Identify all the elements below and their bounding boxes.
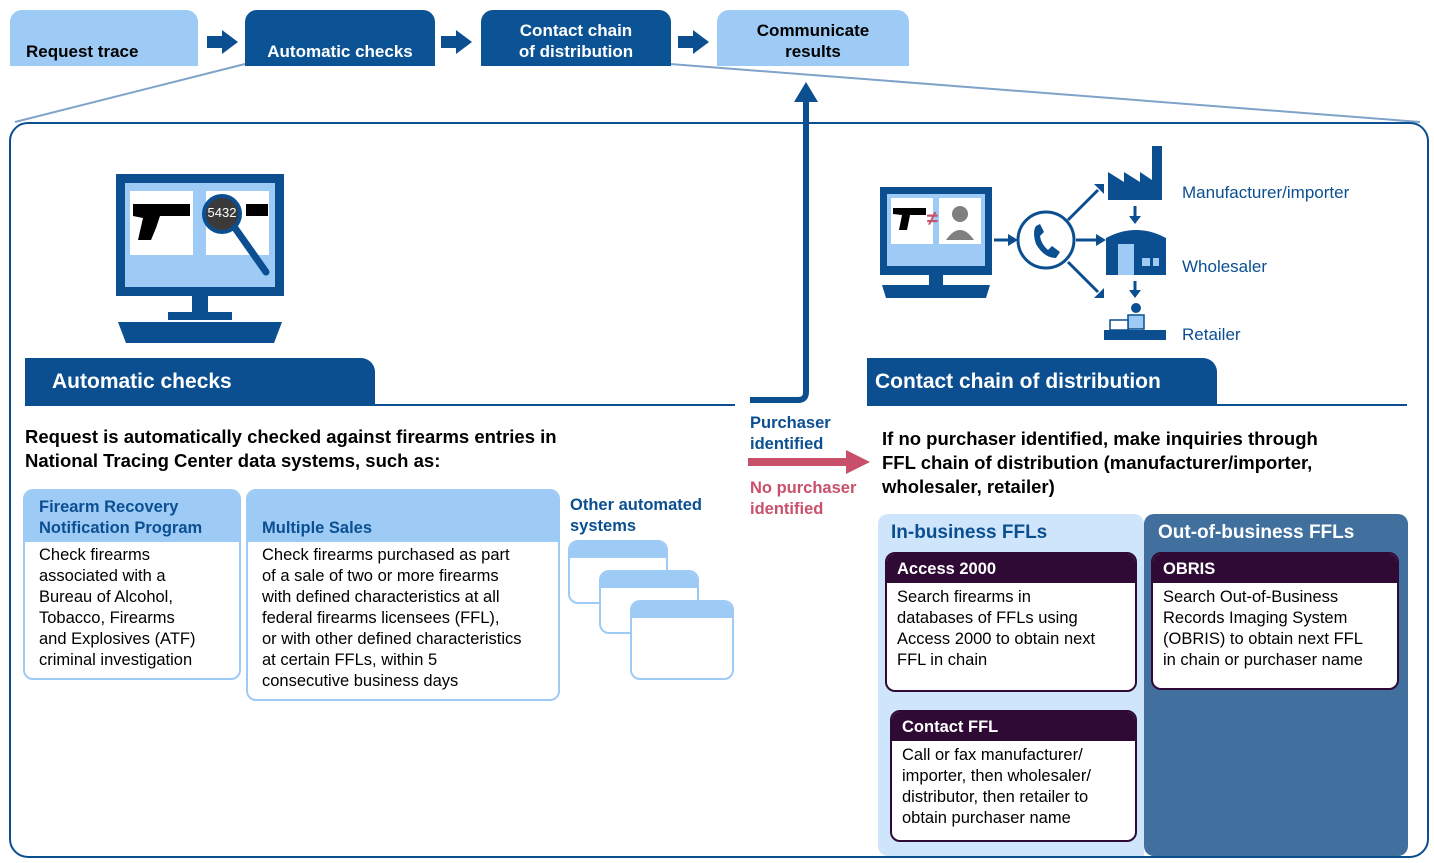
monitor-icon-left <box>116 174 284 343</box>
step-contact-chain-label: Contact chain of distribution <box>518 21 634 61</box>
in-business-title: In-business FFLs <box>891 522 1048 543</box>
card-firearm-recovery: Firearm Recovery Notification Program Ch… <box>23 489 241 680</box>
contact-chain-lead: If no purchaser identified, make inquiri… <box>882 428 1318 497</box>
card-contact-ffl-title: Contact FFL <box>892 712 1135 741</box>
no-purchaser-arrow-shaft <box>748 458 848 466</box>
card-obris-body: Search Out-of-Business Records Imaging S… <box>1163 588 1363 669</box>
monitor-icon-right <box>880 187 992 298</box>
factory-icon <box>1108 146 1162 200</box>
card-firearm-recovery-title: Firearm Recovery Notification Program <box>25 491 239 542</box>
step-request-trace: Request trace <box>10 10 198 66</box>
card-contact-ffl: Contact FFL Call or fax manufacturer/ im… <box>890 710 1137 842</box>
card-contact-ffl-body: Call or fax manufacturer/ importer, then… <box>902 746 1091 827</box>
callout-line-right <box>669 63 1421 123</box>
outer-frame <box>9 122 1429 858</box>
step-arrow-2 <box>441 30 472 54</box>
chain-node-manufacturer: Manufacturer/importer <box>1182 183 1350 202</box>
purchaser-identified-arrowhead <box>794 82 818 102</box>
step-arrow-1 <box>207 30 238 54</box>
other-systems-label: Other automated systems <box>570 496 703 535</box>
contact-chain-heading-text: Contact chain of distribution <box>875 369 1161 393</box>
card-multiple-sales: Multiple Sales Check firearms purchased … <box>246 489 560 701</box>
contact-chain-heading: Contact chain of distribution <box>867 358 1217 405</box>
automatic-checks-heading: Automatic checks <box>25 358 375 405</box>
card-access-2000-body: Search firearms in databases of FFLs usi… <box>897 588 1096 669</box>
card-multiple-sales-body: Check firearms purchased as part of a sa… <box>262 546 522 690</box>
purchaser-identified-label: Purchaser identified <box>750 414 831 453</box>
card-obris-title: OBRIS <box>1153 554 1397 583</box>
serial-number-text: 5432 <box>207 205 237 220</box>
other-system-window-3 <box>630 600 734 680</box>
step-automatic-checks: Automatic checks <box>245 10 435 66</box>
phone-icon <box>1016 210 1076 270</box>
not-equal-icon: ≠ <box>927 208 938 230</box>
warehouse-icon <box>1106 230 1166 275</box>
automatic-checks-rule <box>25 404 735 406</box>
step-request-trace-label: Request trace <box>26 42 139 61</box>
no-purchaser-label: No purchaser identified <box>750 479 857 518</box>
step-communicate-results-label: Communicate results <box>756 21 870 61</box>
no-purchaser-arrowhead <box>846 450 870 474</box>
step-automatic-checks-label: Automatic checks <box>267 42 413 61</box>
card-access-2000: Access 2000 Search firearms in databases… <box>885 552 1137 692</box>
chain-node-retailer: Retailer <box>1182 325 1241 344</box>
retailer-icon <box>1104 303 1166 340</box>
step-contact-chain: Contact chain of distribution <box>481 10 671 66</box>
automatic-checks-heading-text: Automatic checks <box>52 369 232 393</box>
card-firearm-recovery-body: Check firearms associated with a Bureau … <box>39 546 196 669</box>
callout-line-left <box>14 63 246 123</box>
step-arrow-3 <box>678 30 709 54</box>
step-communicate-results: Communicate results <box>717 10 909 66</box>
card-obris: OBRIS Search Out-of-Business Records Ima… <box>1151 552 1399 690</box>
purchaser-identified-arrow <box>750 100 809 403</box>
automatic-checks-lead: Request is automatically checked against… <box>25 426 557 471</box>
card-access-2000-title: Access 2000 <box>887 554 1135 583</box>
chain-node-wholesaler: Wholesaler <box>1182 257 1268 276</box>
card-multiple-sales-title: Multiple Sales <box>248 491 558 542</box>
out-of-business-title: Out-of-business FFLs <box>1158 522 1355 543</box>
contact-chain-rule <box>867 404 1407 406</box>
